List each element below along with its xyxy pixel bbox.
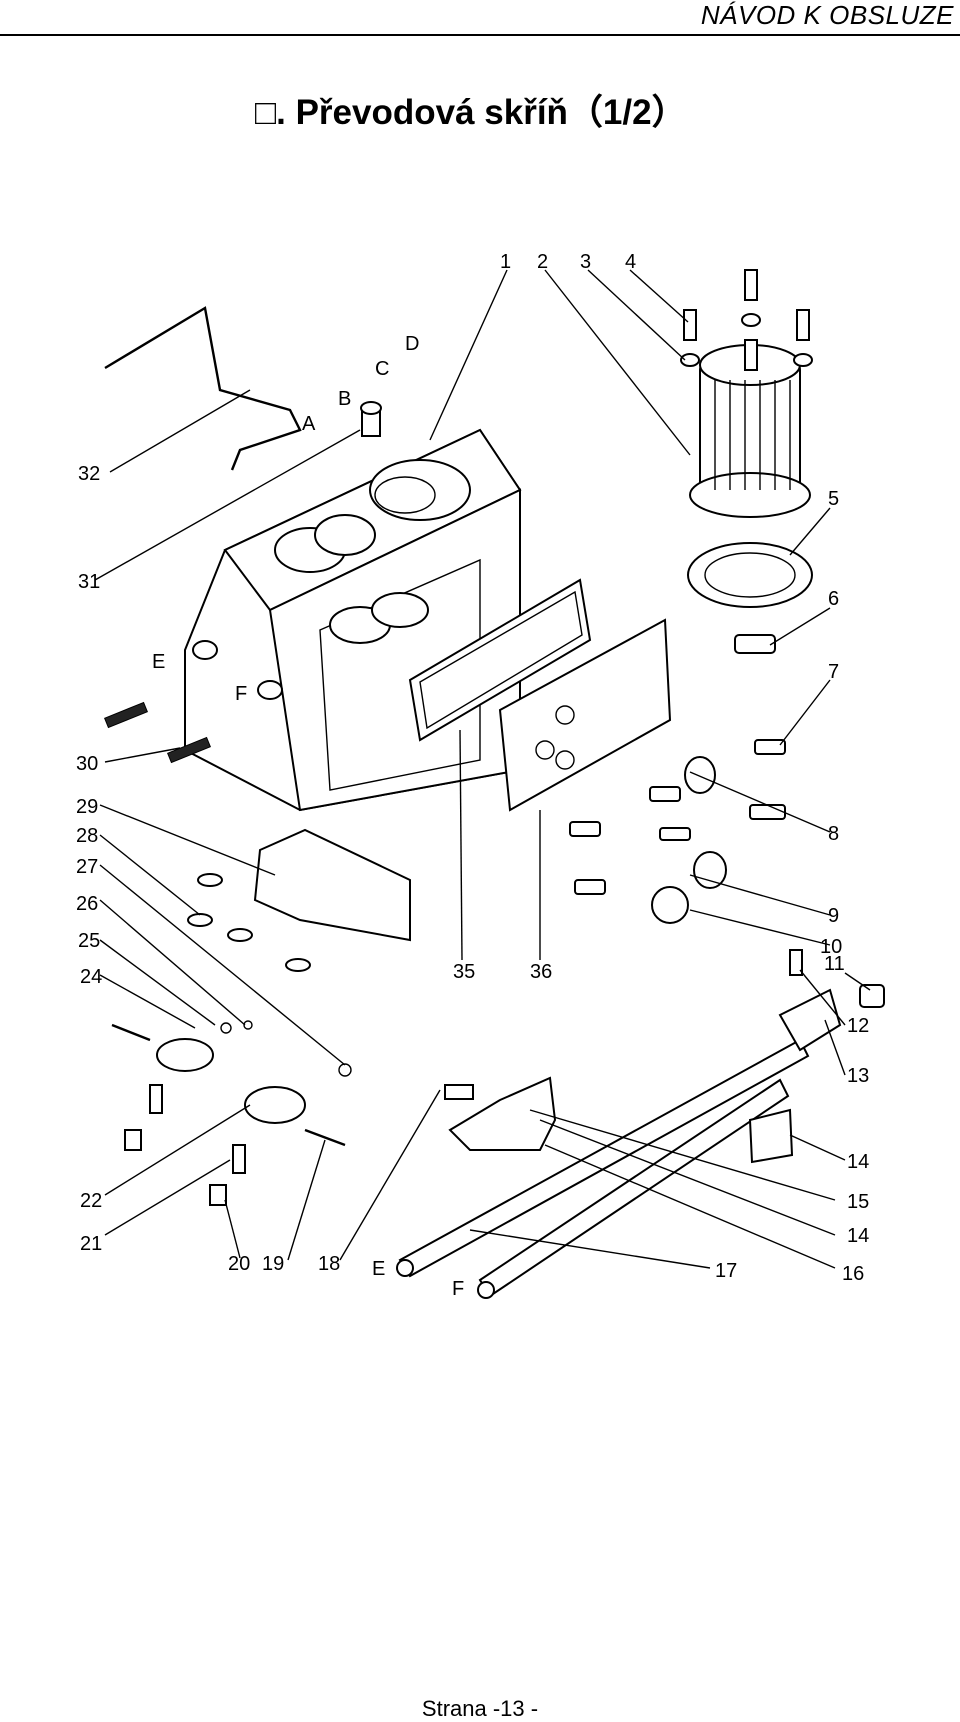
callout-6: 6 — [828, 588, 839, 610]
label-F: F — [235, 683, 247, 705]
callout-5: 5 — [828, 488, 839, 510]
callout-26: 26 — [76, 893, 98, 915]
header-rule — [0, 34, 960, 36]
callout-15: 15 — [847, 1191, 869, 1213]
label-E: E — [152, 651, 165, 673]
motor-bolts — [680, 269, 813, 371]
callout-35: 35 — [453, 961, 475, 983]
callout-8: 8 — [828, 823, 839, 845]
label-C: C — [375, 358, 389, 380]
shift-plate — [187, 828, 411, 972]
callout-21: 21 — [80, 1233, 102, 1255]
leader-lines — [94, 269, 871, 1269]
callout-28: 28 — [76, 825, 98, 847]
gearbox-exploded-diagram: 1 2 3 4 5 6 7 8 9 10 11 12 13 14 15 14 1… — [76, 251, 885, 1300]
cover-plate — [498, 618, 672, 812]
label-D: D — [405, 333, 419, 355]
electric-motor — [687, 344, 813, 608]
callout-7: 7 — [828, 661, 839, 683]
callout-18: 18 — [318, 1253, 340, 1275]
callout-10: 10 — [820, 936, 842, 958]
callout-31: 31 — [78, 571, 100, 593]
gearbox-housing — [184, 428, 522, 812]
callout-16: 16 — [842, 1263, 864, 1285]
callout-24: 24 — [80, 966, 102, 988]
callout-20: 20 — [228, 1253, 250, 1275]
callout-36: 36 — [530, 961, 552, 983]
oil-tube — [104, 306, 302, 471]
oil-plug — [360, 401, 382, 437]
callout-27: 27 — [76, 856, 98, 878]
callout-14b: 14 — [847, 1225, 869, 1247]
callout-30: 30 — [76, 753, 98, 775]
callout-11: 11 — [824, 953, 845, 975]
callout-2: 2 — [537, 251, 548, 273]
callout-12: 12 — [847, 1015, 869, 1037]
dowel-pins — [104, 701, 211, 764]
page-number: Strana -13 - — [421, 1696, 539, 1721]
label-A: A — [302, 413, 316, 435]
manual-header-title: NÁVOD K OBSLUZE — [700, 0, 954, 30]
callout-9: 9 — [828, 905, 839, 927]
callout-14a: 14 — [847, 1151, 869, 1173]
detent-parts — [111, 1020, 352, 1206]
label-B: B — [338, 388, 351, 410]
callout-4: 4 — [625, 251, 636, 273]
callout-17: 17 — [715, 1260, 737, 1282]
shift-shafts — [396, 949, 885, 1299]
label-E-shaft: E — [372, 1258, 385, 1280]
callout-labels: 1 2 3 4 5 6 7 8 9 10 11 12 13 14 15 14 1… — [76, 251, 869, 1300]
cover-gasket — [408, 578, 592, 742]
callout-13: 13 — [847, 1065, 869, 1087]
label-F-shaft: F — [452, 1278, 464, 1300]
callout-19: 19 — [262, 1253, 284, 1275]
cover-screws — [569, 634, 786, 924]
callout-32: 32 — [78, 463, 100, 485]
callout-29: 29 — [76, 796, 98, 818]
callout-1: 1 — [500, 251, 511, 273]
callout-25: 25 — [78, 930, 100, 952]
callout-22: 22 — [80, 1190, 102, 1212]
callout-3: 3 — [580, 251, 591, 273]
section-title: □. Převodová skříň（1/2） — [255, 93, 687, 132]
